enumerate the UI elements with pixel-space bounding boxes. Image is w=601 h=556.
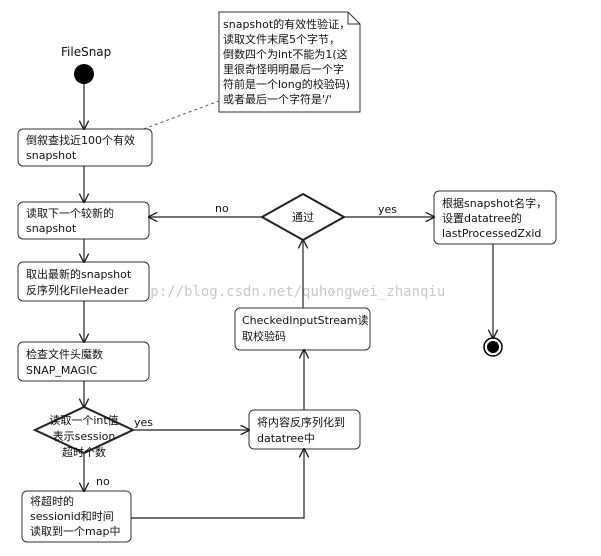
note-connector — [137, 100, 220, 132]
read-int-line-1: 读取一个int值 — [49, 413, 118, 427]
read-int-line-3: 超时个数 — [62, 445, 106, 459]
check-magic-node: 检查文件头魔数 SNAP_MAGIC — [17, 341, 150, 382]
watermark: http://blog.csdn.net/quhongwei_zhanqiu — [125, 284, 445, 300]
deserialize-node: 将内容反序列化到 datatree中 — [248, 409, 361, 450]
fetch-latest-node: 取出最新的snapshot 反序列化FileHeader — [17, 261, 150, 302]
read-next-line-2: snapshot — [26, 222, 77, 235]
check-magic-line-2: SNAP_MAGIC — [26, 364, 97, 377]
set-datatree-node: 根据snapshot名字， 设置datatree的 lastProcessedZ… — [433, 190, 557, 245]
note-line-2: 读取文件末尾5个字节， — [223, 32, 340, 46]
pass-decision-label: 通过 — [292, 211, 314, 224]
edge-label-yes-top: yes — [378, 203, 397, 216]
set-datatree-line-1: 根据snapshot名字， — [442, 196, 547, 210]
read-next-line-1: 读取下一个较新的 — [26, 206, 114, 220]
edge-label-yes-mid: yes — [134, 416, 153, 429]
pass-decision: 通过 — [259, 192, 347, 242]
note-line-3: 倒数四个为int不能为1(这 — [223, 47, 348, 61]
checked-stream-line-2: 取校验码 — [242, 329, 286, 343]
end-node — [483, 337, 503, 357]
deserialize-line-1: 将内容反序列化到 — [257, 415, 345, 429]
edge-save-to-deserialize — [131, 449, 304, 519]
save-timeouts-line-2: sessionid和时间 — [30, 510, 114, 523]
checked-stream-node: CheckedInputStream读 取校验码 — [234, 307, 371, 351]
read-next-node: 读取下一个较新的 snapshot — [17, 201, 150, 240]
check-magic-line-1: 检查文件头魔数 — [26, 347, 103, 361]
read-int-line-2: 表示session — [53, 429, 116, 443]
diagram-title: FileSnap — [61, 45, 111, 59]
note-line-1: snapshot的有效性验证， — [223, 17, 350, 31]
read-int-decision: 读取一个int值 表示session 超时个数 — [32, 405, 136, 459]
note-line-6: 或者最后一个字符是'/' — [223, 92, 332, 106]
find-snapshots-line-2: snapshot — [26, 149, 77, 162]
checked-stream-line-1: CheckedInputStream读 — [242, 313, 368, 327]
save-timeouts-line-1: 将超时的 — [30, 494, 74, 508]
find-snapshots-node: 倒叙查找近100个有效 snapshot — [17, 128, 153, 167]
set-datatree-line-3: lastProcessedZxid — [442, 227, 541, 240]
note-box: snapshot的有效性验证， 读取文件末尾5个字节， 倒数四个为int不能为1… — [218, 11, 361, 113]
fetch-latest-line-1: 取出最新的snapshot — [26, 267, 132, 281]
save-timeouts-line-3: 读取到一个map中 — [30, 524, 120, 538]
fetch-latest-line-2: 反序列化FileHeader — [26, 283, 129, 297]
note-line-5: 符前是一个long的校验码) — [223, 77, 350, 91]
edge-label-no-bottom: no — [96, 475, 110, 488]
start-node — [74, 64, 94, 84]
set-datatree-line-2: 设置datatree的 — [442, 211, 522, 225]
edge-label-no-top: no — [215, 202, 229, 215]
find-snapshots-line-1: 倒叙查找近100个有效 — [26, 133, 135, 147]
deserialize-line-2: datatree中 — [257, 432, 315, 445]
save-timeouts-node: 将超时的 sessionid和时间 读取到一个map中 — [21, 490, 132, 543]
note-line-4: 里很奇怪明明最后一个字 — [223, 62, 344, 76]
